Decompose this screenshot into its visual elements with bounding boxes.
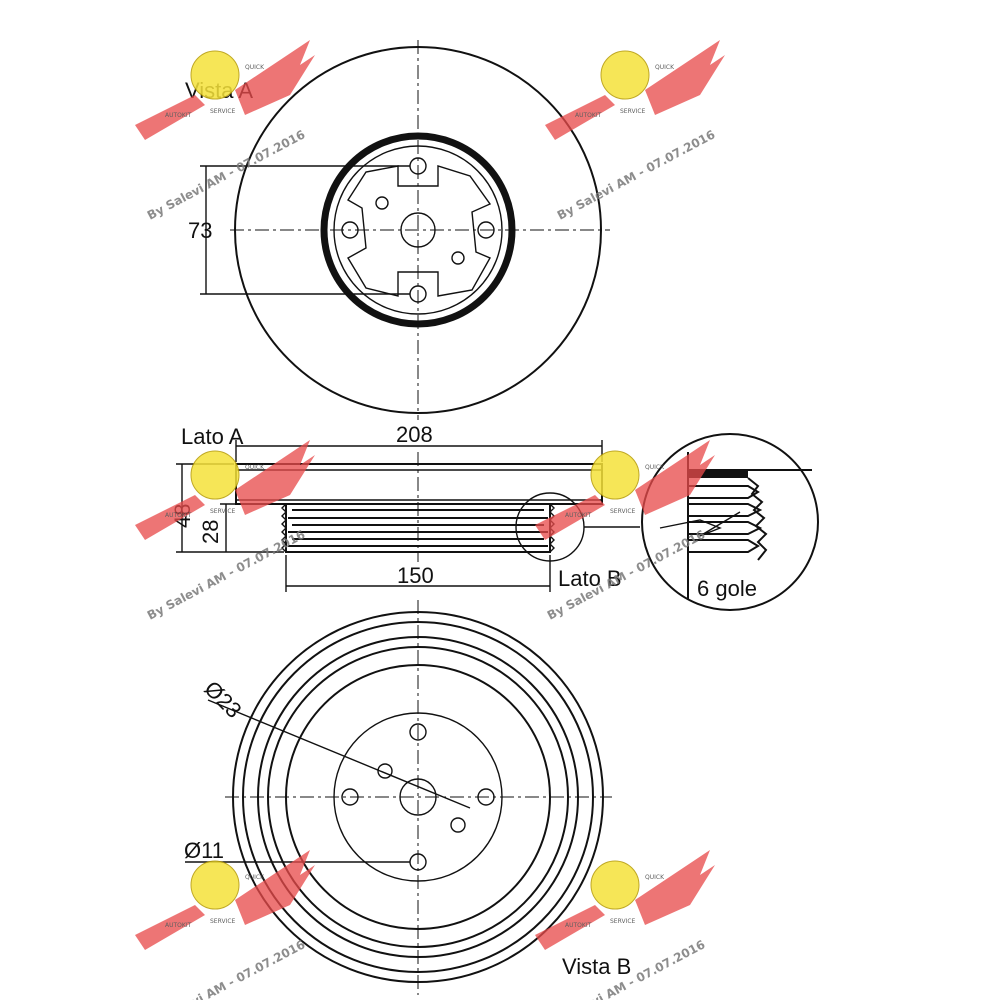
watermark-badge-text: AUTOKIT bbox=[565, 922, 592, 929]
watermark-badge-text: QUICK bbox=[645, 464, 665, 471]
groove-detail-profile bbox=[659, 470, 768, 561]
vista-a-pin-hole-1 bbox=[375, 196, 389, 210]
watermark-badge-text: QUICK bbox=[245, 64, 265, 71]
vista-a-hub-flange bbox=[347, 165, 492, 297]
vista-b-pin-hole-2 bbox=[450, 817, 466, 833]
side-dim-28-label: 28 bbox=[198, 520, 223, 544]
watermark-wing bbox=[635, 850, 715, 925]
groove-detail-circle bbox=[641, 433, 819, 611]
vista-b-leader-23 bbox=[207, 699, 471, 809]
watermark-badge-text: SERVICE bbox=[620, 108, 646, 115]
watermark-badge bbox=[190, 50, 240, 100]
watermark-wing bbox=[135, 905, 205, 950]
watermark-wing bbox=[235, 850, 315, 925]
watermark-badge bbox=[590, 860, 640, 910]
watermark-badge-text: AUTOKIT bbox=[575, 112, 602, 119]
vista-b-dim-11-label: Ø11 bbox=[184, 838, 224, 863]
vista-b-pin-hole-1 bbox=[377, 763, 393, 779]
groove-detail-label: 6 gole bbox=[697, 576, 757, 601]
watermark-wing bbox=[545, 95, 615, 140]
watermark-stamp: QUICK AUTOKIT SERVICE By Salevi AM - 07.07.… bbox=[135, 850, 315, 1000]
watermark-text: By Salevi AM - 07.07.2016 bbox=[145, 937, 308, 1000]
watermark-badge-text: AUTOKIT bbox=[165, 512, 192, 519]
side-dim-208-label: 208 bbox=[396, 422, 433, 447]
watermark-badge-text: QUICK bbox=[245, 464, 265, 471]
watermark-badge-text: AUTOKIT bbox=[565, 512, 592, 519]
watermark-wing bbox=[235, 440, 315, 515]
watermark-wing bbox=[535, 905, 605, 950]
watermark-badge-text: SERVICE bbox=[210, 108, 236, 115]
watermark-badge-text: QUICK bbox=[655, 64, 675, 71]
vista-a-dim-73-label: 73 bbox=[188, 218, 212, 243]
side-lato-b-label: Lato B bbox=[558, 566, 622, 591]
side-lato-a-label: Lato A bbox=[181, 424, 244, 449]
watermark-badge-text: SERVICE bbox=[610, 508, 636, 515]
watermark-text: By Salevi AM - 07.07.2016 bbox=[145, 127, 308, 222]
watermark-badge-text: QUICK bbox=[645, 874, 665, 881]
watermark-badge-text: SERVICE bbox=[210, 918, 236, 925]
watermark-wing bbox=[645, 40, 725, 115]
watermark-wing bbox=[135, 95, 205, 140]
watermark-badge-text: QUICK bbox=[245, 874, 265, 881]
watermark-badge-text: SERVICE bbox=[610, 918, 636, 925]
watermark-stamp: QUICK AUTOKIT SERVICE By Salevi AM - 07.07.… bbox=[135, 40, 315, 223]
watermark-badge bbox=[590, 450, 640, 500]
watermark-badge bbox=[600, 50, 650, 100]
watermark-wing bbox=[535, 495, 605, 540]
watermark-badge-text: SERVICE bbox=[210, 508, 236, 515]
watermark-wing bbox=[635, 440, 715, 515]
watermark-wing bbox=[135, 495, 205, 540]
side-dim-150-label: 150 bbox=[397, 563, 434, 588]
vista-b-bolt-hole-top bbox=[409, 723, 427, 741]
watermark-badge-text: AUTOKIT bbox=[165, 112, 192, 119]
watermark-badge bbox=[190, 860, 240, 910]
vista-b-dim-23-label: Ø23 bbox=[199, 676, 246, 723]
watermark-badge bbox=[190, 450, 240, 500]
vista-a-pin-hole-2 bbox=[451, 251, 465, 265]
groove-detail: 6 gole bbox=[641, 433, 819, 611]
watermark-wing bbox=[235, 40, 315, 115]
watermark-badge-text: AUTOKIT bbox=[165, 922, 192, 929]
vista-b-title: Vista B bbox=[562, 954, 631, 979]
